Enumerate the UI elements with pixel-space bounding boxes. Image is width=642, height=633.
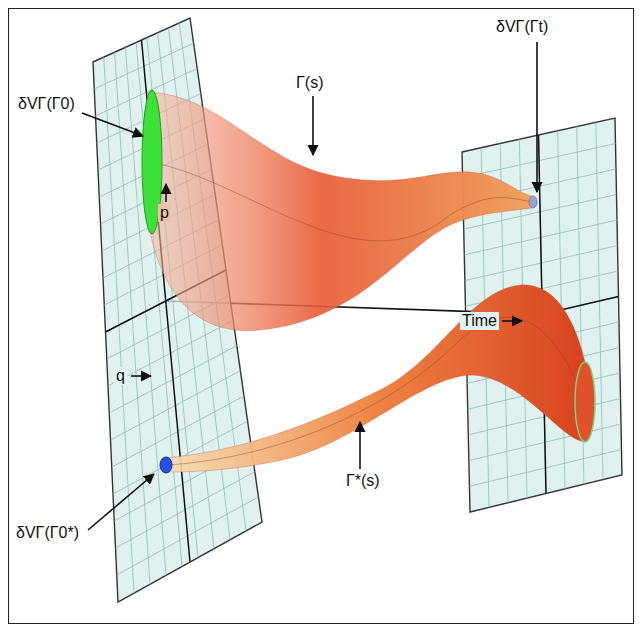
- volume-label: δVΓ(Γt): [494, 18, 550, 36]
- volume-label: δVΓ(Γ0): [16, 95, 77, 113]
- curve-label: Γ*(s): [344, 472, 382, 490]
- trajectory-center: [150, 162, 532, 241]
- final-volume: [575, 362, 595, 442]
- final-volume: [529, 196, 537, 208]
- initial-volume: [160, 457, 172, 473]
- axis-label: q: [114, 367, 127, 385]
- axis-label: p: [158, 204, 171, 222]
- trajectory-center: [166, 317, 585, 465]
- leader-lines: [82, 42, 537, 530]
- frame: [9, 9, 634, 624]
- trajectory-tube: [148, 92, 532, 331]
- volume-label: δVΓ(Γ0*): [14, 524, 81, 542]
- trajectory-tube: [166, 285, 585, 472]
- axis-label: Time: [460, 312, 499, 330]
- curve-label: Γ(s): [294, 74, 325, 92]
